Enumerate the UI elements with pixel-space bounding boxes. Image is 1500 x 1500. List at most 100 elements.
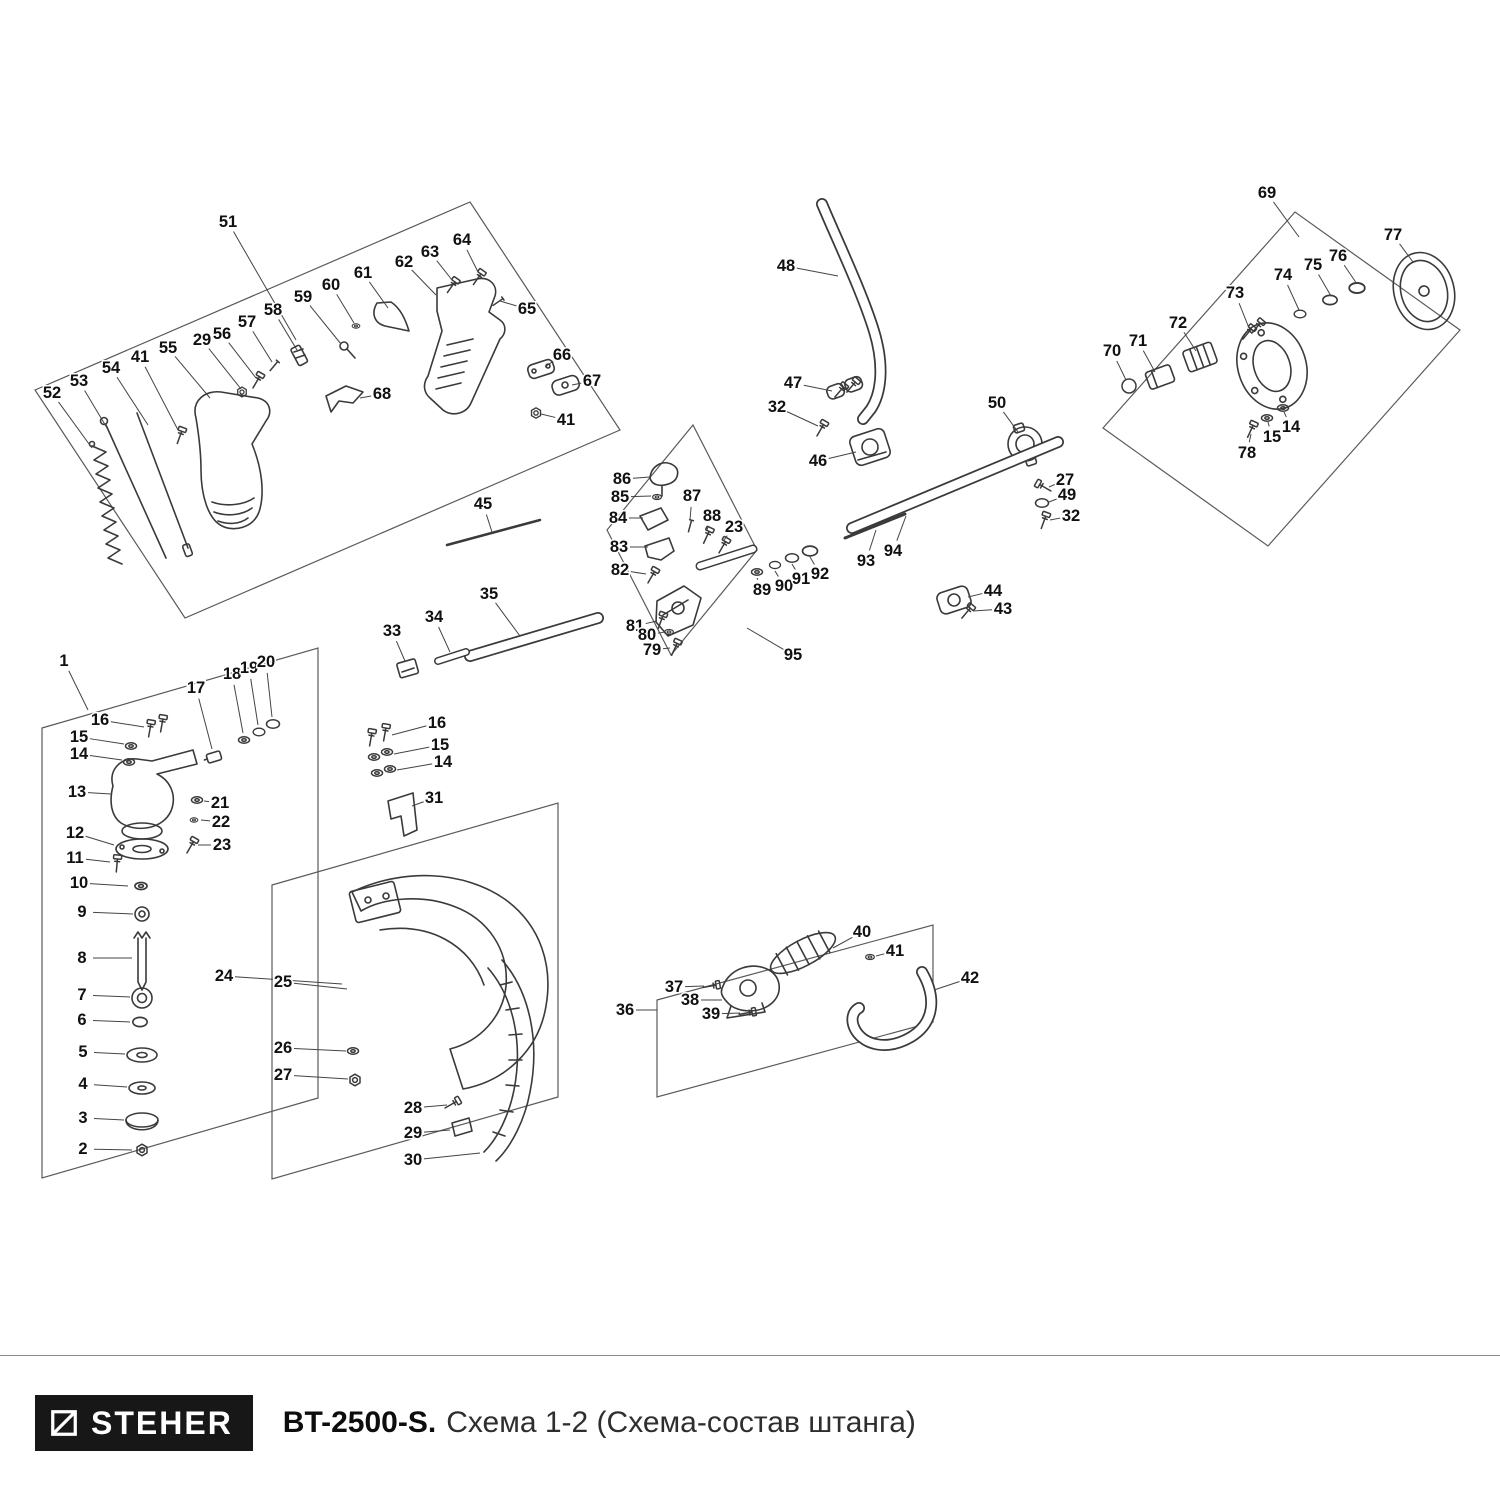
part-label-84: 84 [609, 509, 628, 527]
part-label-57: 57 [238, 313, 256, 331]
leader-line-79 [662, 647, 671, 650]
part-label-85: 85 [611, 488, 629, 506]
part-54-throttle-cable [136, 412, 194, 558]
leader-line-75 [1318, 274, 1332, 297]
part-label-65: 65 [518, 300, 536, 318]
leader-line-13 [87, 792, 112, 795]
small-part-ring [1348, 282, 1366, 294]
small-part-ring [801, 545, 819, 557]
leader-line-61 [368, 281, 389, 309]
part-33-connector [396, 658, 420, 679]
leader-line-20 [266, 672, 273, 718]
small-part-screw [846, 376, 862, 393]
leader-line-91 [791, 563, 796, 570]
part-label-51: 51 [219, 213, 237, 231]
leader-line-18 [233, 684, 244, 734]
exploded-view-diagram: 5163646261605958575629554154535265666768… [34, 183, 1461, 1180]
part-label-86: 86 [613, 470, 631, 488]
small-part-washer [750, 568, 764, 576]
part-label-79: 79 [643, 641, 661, 659]
leader-line-55 [174, 356, 211, 399]
part-label-21: 21 [211, 794, 229, 812]
part-label-24: 24 [215, 967, 234, 985]
part-68-lock-lever [325, 385, 364, 413]
footer: STEHER BT-2500-S.Схема 1-2 (Схема-состав… [0, 1355, 1500, 1500]
leader-line-57 [252, 331, 273, 363]
leader-line-58 [278, 319, 298, 351]
part-label-53: 53 [70, 372, 88, 390]
part-66-cable-clamp [526, 358, 556, 380]
small-part-screw [1033, 478, 1052, 492]
part-55-rear-grip [194, 391, 271, 530]
part-label-15: 15 [70, 728, 88, 746]
leader-line-22 [200, 819, 211, 822]
part-94-outer-tube [846, 436, 1064, 534]
part-label-60: 60 [322, 276, 340, 294]
part-label-82: 82 [611, 561, 629, 579]
steher-logo: STEHER [35, 1395, 253, 1451]
part-label-34: 34 [425, 608, 444, 626]
small-part-nut [136, 1143, 148, 1157]
part-label-80: 80 [638, 626, 656, 644]
small-part-washer [346, 1047, 360, 1055]
part-label-49: 49 [1058, 486, 1076, 504]
part-label-81: 81 [626, 617, 644, 635]
leader-line-11 [85, 858, 111, 863]
leader-line-35 [495, 602, 521, 637]
part-59-hook [339, 341, 356, 359]
part-label-43: 43 [994, 600, 1012, 618]
leader-line-46 [828, 451, 857, 459]
leader-line-64 [466, 249, 479, 273]
small-part-nut [349, 1073, 361, 1087]
leader-line-54 [116, 376, 149, 426]
small-part-screw [1040, 510, 1052, 530]
part-labels-layer: 5163646261605958575629554154535265666768… [41, 183, 1403, 1171]
part-label-54: 54 [102, 359, 121, 377]
leader-line-71 [1142, 350, 1156, 373]
small-part-washer [663, 628, 675, 636]
leader-line-15 [89, 738, 125, 745]
part-label-28: 28 [404, 1099, 422, 1117]
small-part-screw [186, 835, 200, 854]
schematic-model: BT-2500-S. [282, 1406, 437, 1439]
group-box-throttle-handle [34, 201, 621, 619]
leader-line-3 [93, 1118, 125, 1121]
small-part-screw [702, 979, 722, 990]
steher-logo-icon [51, 1410, 77, 1436]
leader-line-85 [630, 495, 652, 498]
leader-line-28 [423, 1104, 448, 1108]
leader-line-88 [706, 526, 709, 531]
part-53-cable [99, 416, 167, 559]
leader-line-29 [208, 348, 242, 390]
leader-line-30 [423, 1152, 481, 1160]
part-label-1: 1 [59, 652, 68, 670]
part-73-clutch-bell [1236, 322, 1308, 410]
leader-line-41 [540, 413, 556, 418]
small-part-washer [1276, 404, 1290, 412]
leader-line-37 [684, 985, 705, 988]
part-35-shaft-tube [464, 612, 604, 662]
leader-line-47 [803, 384, 833, 392]
part-label-40: 40 [853, 923, 871, 941]
leader-line-32 [1049, 517, 1061, 521]
part-label-16: 16 [91, 711, 109, 729]
leader-line-14 [1283, 411, 1287, 418]
part-label-20: 20 [257, 653, 275, 671]
part-52-starter-spring [88, 440, 123, 565]
part-38-handle-clamp [720, 965, 780, 1019]
leader-line-16 [391, 725, 427, 736]
part-45-rod [445, 518, 542, 547]
small-part-washer [370, 769, 384, 777]
part-label-45: 45 [474, 495, 492, 513]
part-shaft-end [695, 544, 758, 571]
part-62-throttle-housing [423, 277, 506, 415]
part-label-66: 66 [553, 346, 571, 364]
leader-line-89 [756, 577, 759, 581]
small-part-washer [134, 881, 148, 891]
part-label-33: 33 [383, 622, 401, 640]
leader-line-12 [85, 835, 115, 846]
part-label-56: 56 [213, 325, 231, 343]
part-label-74: 74 [1274, 266, 1293, 284]
part-label-23: 23 [725, 518, 743, 536]
part-label-83: 83 [610, 538, 628, 556]
